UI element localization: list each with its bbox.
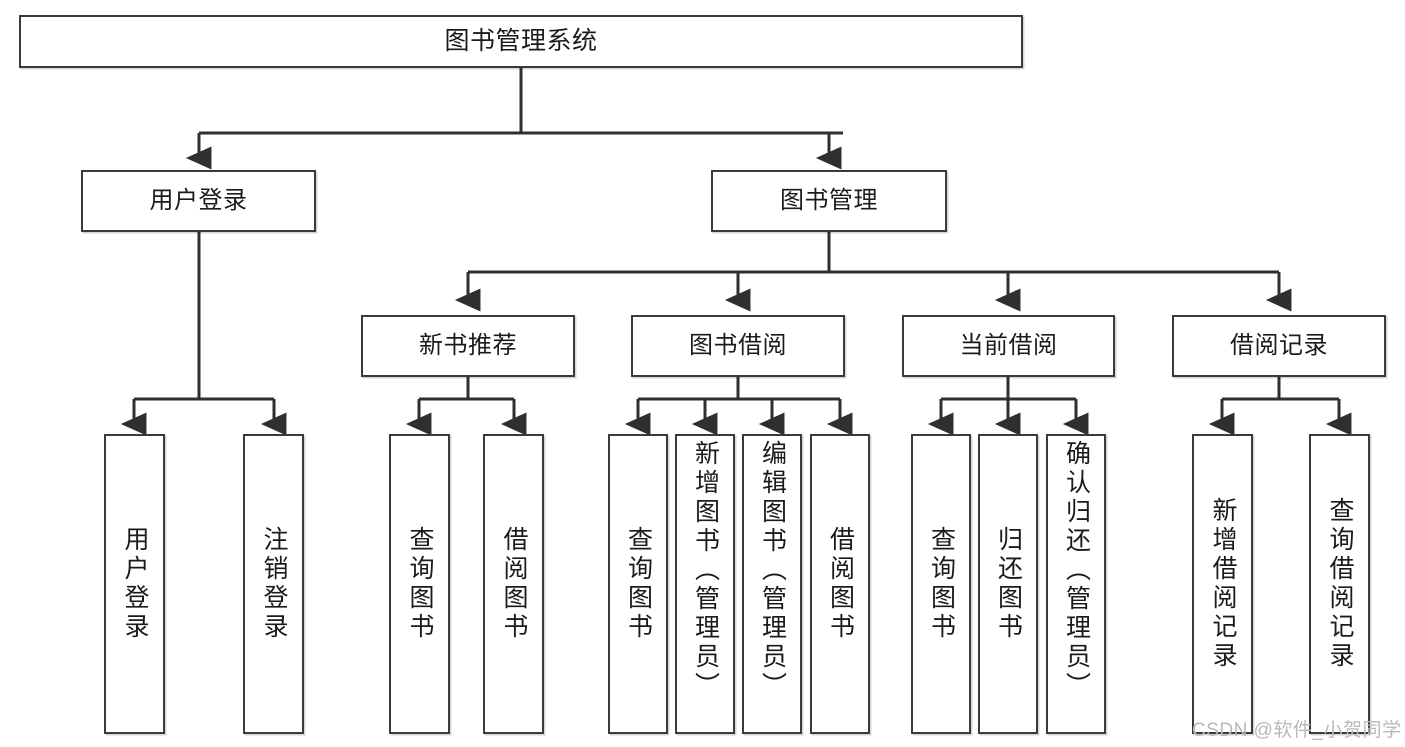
leaf-query-book-recommend[interactable]: 查询图书 [389, 434, 450, 734]
node-label: 编辑图书（管理员） [758, 440, 787, 701]
node-book-management[interactable]: 图书管理 [711, 170, 947, 232]
node-borrow-record[interactable]: 借阅记录 [1172, 315, 1386, 377]
node-label: 查询图书 [406, 526, 434, 642]
leaf-add-borrow-record[interactable]: 新增借阅记录 [1192, 434, 1253, 734]
leaf-confirm-return-admin[interactable]: 确认归还（管理员） [1046, 434, 1106, 734]
leaf-logout-login[interactable]: 注销登录 [243, 434, 304, 734]
node-user-login[interactable]: 用户登录 [81, 170, 316, 232]
node-label: 查询图书 [624, 526, 653, 642]
node-label: 图书管理 [780, 186, 878, 214]
leaf-query-book-current[interactable]: 查询图书 [911, 434, 971, 734]
node-label: 新增图书（管理员） [691, 440, 720, 701]
node-label: 用户登录 [149, 186, 248, 214]
node-label: 借阅记录 [1230, 331, 1328, 359]
node-label: 借阅图书 [500, 526, 528, 642]
leaf-borrow-book[interactable]: 借阅图书 [810, 434, 870, 734]
node-label: 查询借阅记录 [1326, 497, 1354, 671]
node-label: 注销登录 [260, 526, 288, 642]
node-label: 查询图书 [927, 526, 956, 642]
node-label: 新书推荐 [419, 331, 517, 359]
node-label: 当前借阅 [959, 331, 1058, 359]
node-label: 归还图书 [994, 526, 1023, 642]
node-label: 图书管理系统 [444, 26, 598, 55]
node-book-borrow[interactable]: 图书借阅 [631, 315, 845, 377]
leaf-edit-book-admin[interactable]: 编辑图书（管理员） [742, 434, 802, 734]
node-label: 借阅图书 [826, 526, 855, 642]
node-label: 新增借阅记录 [1209, 497, 1237, 671]
node-current-borrow[interactable]: 当前借阅 [902, 315, 1115, 377]
leaf-query-book-borrow[interactable]: 查询图书 [608, 434, 668, 734]
leaf-user-login[interactable]: 用户登录 [104, 434, 165, 734]
leaf-borrow-book-recommend[interactable]: 借阅图书 [483, 434, 544, 734]
node-label: 用户登录 [121, 526, 149, 642]
node-label: 确认归还（管理员） [1062, 440, 1091, 701]
node-root-book-management-system[interactable]: 图书管理系统 [19, 15, 1023, 68]
csdn-watermark: CSDN @软件_小贺同学 [1192, 720, 1402, 741]
leaf-return-book[interactable]: 归还图书 [978, 434, 1038, 734]
node-label: 图书借阅 [689, 331, 787, 359]
node-new-book-recommend[interactable]: 新书推荐 [361, 315, 575, 377]
leaf-add-book-admin[interactable]: 新增图书（管理员） [675, 434, 735, 734]
leaf-query-borrow-record[interactable]: 查询借阅记录 [1309, 434, 1370, 734]
